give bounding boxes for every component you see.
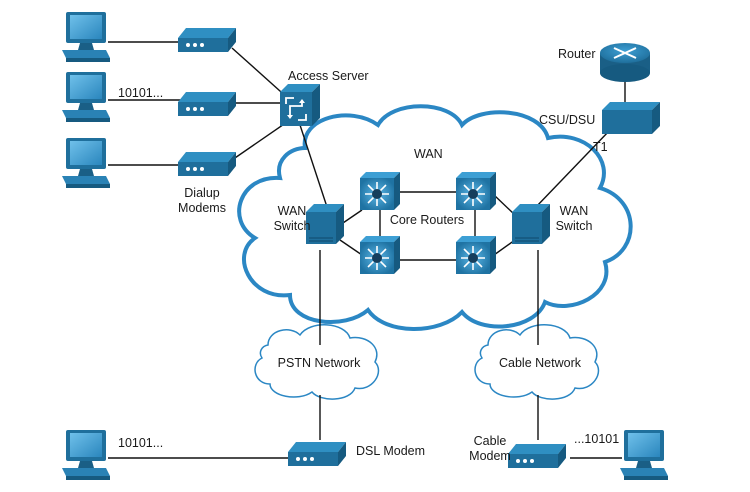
wan-switch-left-label-line1: WAN: [278, 204, 307, 218]
core-routers-label: Core Routers: [390, 213, 464, 227]
router-label: Router: [558, 47, 596, 61]
core-router-icon: [359, 171, 401, 211]
wan-switch-icon: [305, 203, 345, 245]
dialup-modems-label-line2: Modems: [178, 201, 226, 215]
links: [108, 41, 626, 459]
cable-bits-label: ...10101: [574, 432, 619, 446]
access-server-icon: [280, 84, 320, 126]
modem-icon: [178, 28, 236, 52]
desktop-pc-icon: [62, 12, 110, 62]
dsl-bits-label: 10101...: [118, 436, 163, 450]
core-router-icon: [455, 235, 497, 275]
cable-cloud: [474, 324, 600, 400]
wan-cloud: [237, 104, 633, 331]
desktop-pc-icon: [62, 72, 110, 122]
wan-switch-right-label-line1: WAN: [560, 204, 589, 218]
dialup-bits-label: 10101...: [118, 86, 163, 100]
desktop-pc-icon: [62, 138, 110, 188]
modem-icon: [178, 92, 236, 116]
t1-label: T1: [593, 140, 608, 154]
cable-modem-label-line2: Modem: [469, 449, 511, 463]
pstn-network-label: PSTN Network: [278, 356, 361, 370]
wan-switch-icon: [511, 203, 551, 245]
wan-switch-right-label-line2: Switch: [556, 219, 593, 233]
dialup-modems-label-line1: Dialup: [184, 186, 219, 200]
link-modem3-access: [231, 119, 291, 161]
link-csu-wanswitch: [534, 129, 611, 209]
router-icon: [600, 43, 650, 82]
cable-network-label: Cable Network: [499, 356, 582, 370]
link-switch-core3: [339, 239, 363, 256]
dsl-modem-label: DSL Modem: [356, 444, 425, 458]
desktop-pc-icon: [620, 430, 668, 480]
csu-dsu-label: CSU/DSU: [539, 113, 595, 127]
cable-modem-label-line1: Cable: [474, 434, 507, 448]
modem-icon: [178, 152, 236, 176]
pstn-cloud: [254, 324, 380, 400]
desktop-pc-icon: [62, 430, 110, 480]
link-modem1-access: [231, 47, 291, 101]
link-access-wanswitch: [299, 124, 329, 211]
link-core2-switch: [493, 194, 516, 216]
core-router-icon: [359, 235, 401, 275]
access-server-label: Access Server: [288, 69, 369, 83]
wan-label: WAN: [414, 147, 443, 161]
link-core4-switch: [493, 239, 516, 256]
wan-switch-left-label-line2: Switch: [274, 219, 311, 233]
core-router-icon: [455, 171, 497, 211]
modem-icon: [508, 444, 566, 468]
modem-icon: [288, 442, 346, 466]
csu-dsu-icon: [602, 102, 660, 134]
